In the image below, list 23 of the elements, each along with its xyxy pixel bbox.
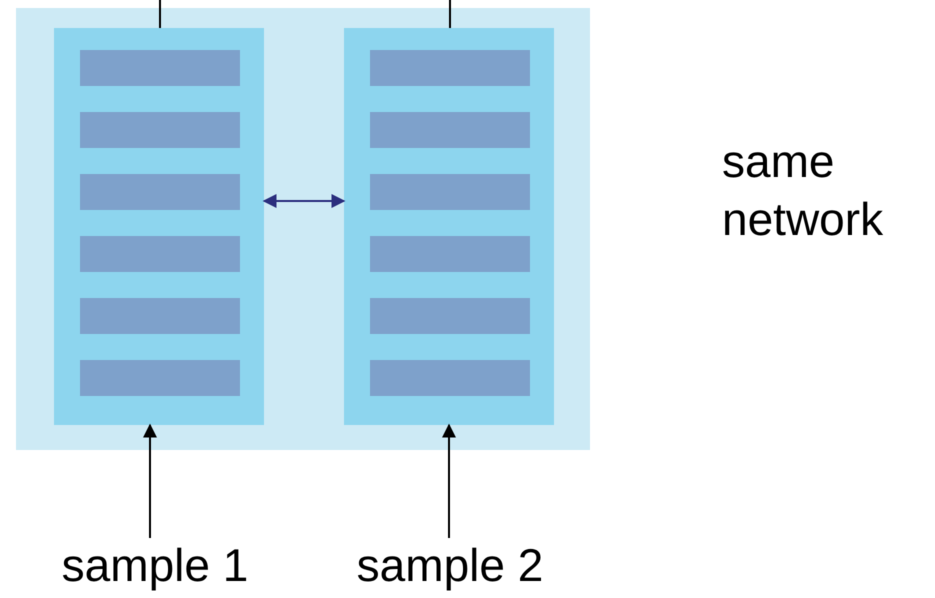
layer-bar [80, 236, 240, 272]
network-column [344, 28, 554, 425]
layer-bar [370, 50, 530, 86]
layer-bar [80, 50, 240, 86]
sample-label: sample 2 [356, 538, 544, 593]
sample-label: sample 1 [62, 538, 248, 593]
layer-bar [370, 298, 530, 334]
layer-bar [80, 112, 240, 148]
layer-bar [370, 174, 530, 210]
network-column [54, 28, 264, 425]
layer-bar [80, 298, 240, 334]
network-label: same network [722, 134, 884, 247]
arrow [143, 424, 157, 538]
layer-bar [370, 112, 530, 148]
layer-bar [80, 360, 240, 396]
layer-bar [80, 174, 240, 210]
layer-bar [370, 360, 530, 396]
arrow [262, 194, 346, 208]
network-background [16, 8, 590, 450]
connector-line [159, 0, 161, 28]
arrow [442, 424, 456, 538]
connector-line [449, 0, 451, 28]
layer-bar [370, 236, 530, 272]
